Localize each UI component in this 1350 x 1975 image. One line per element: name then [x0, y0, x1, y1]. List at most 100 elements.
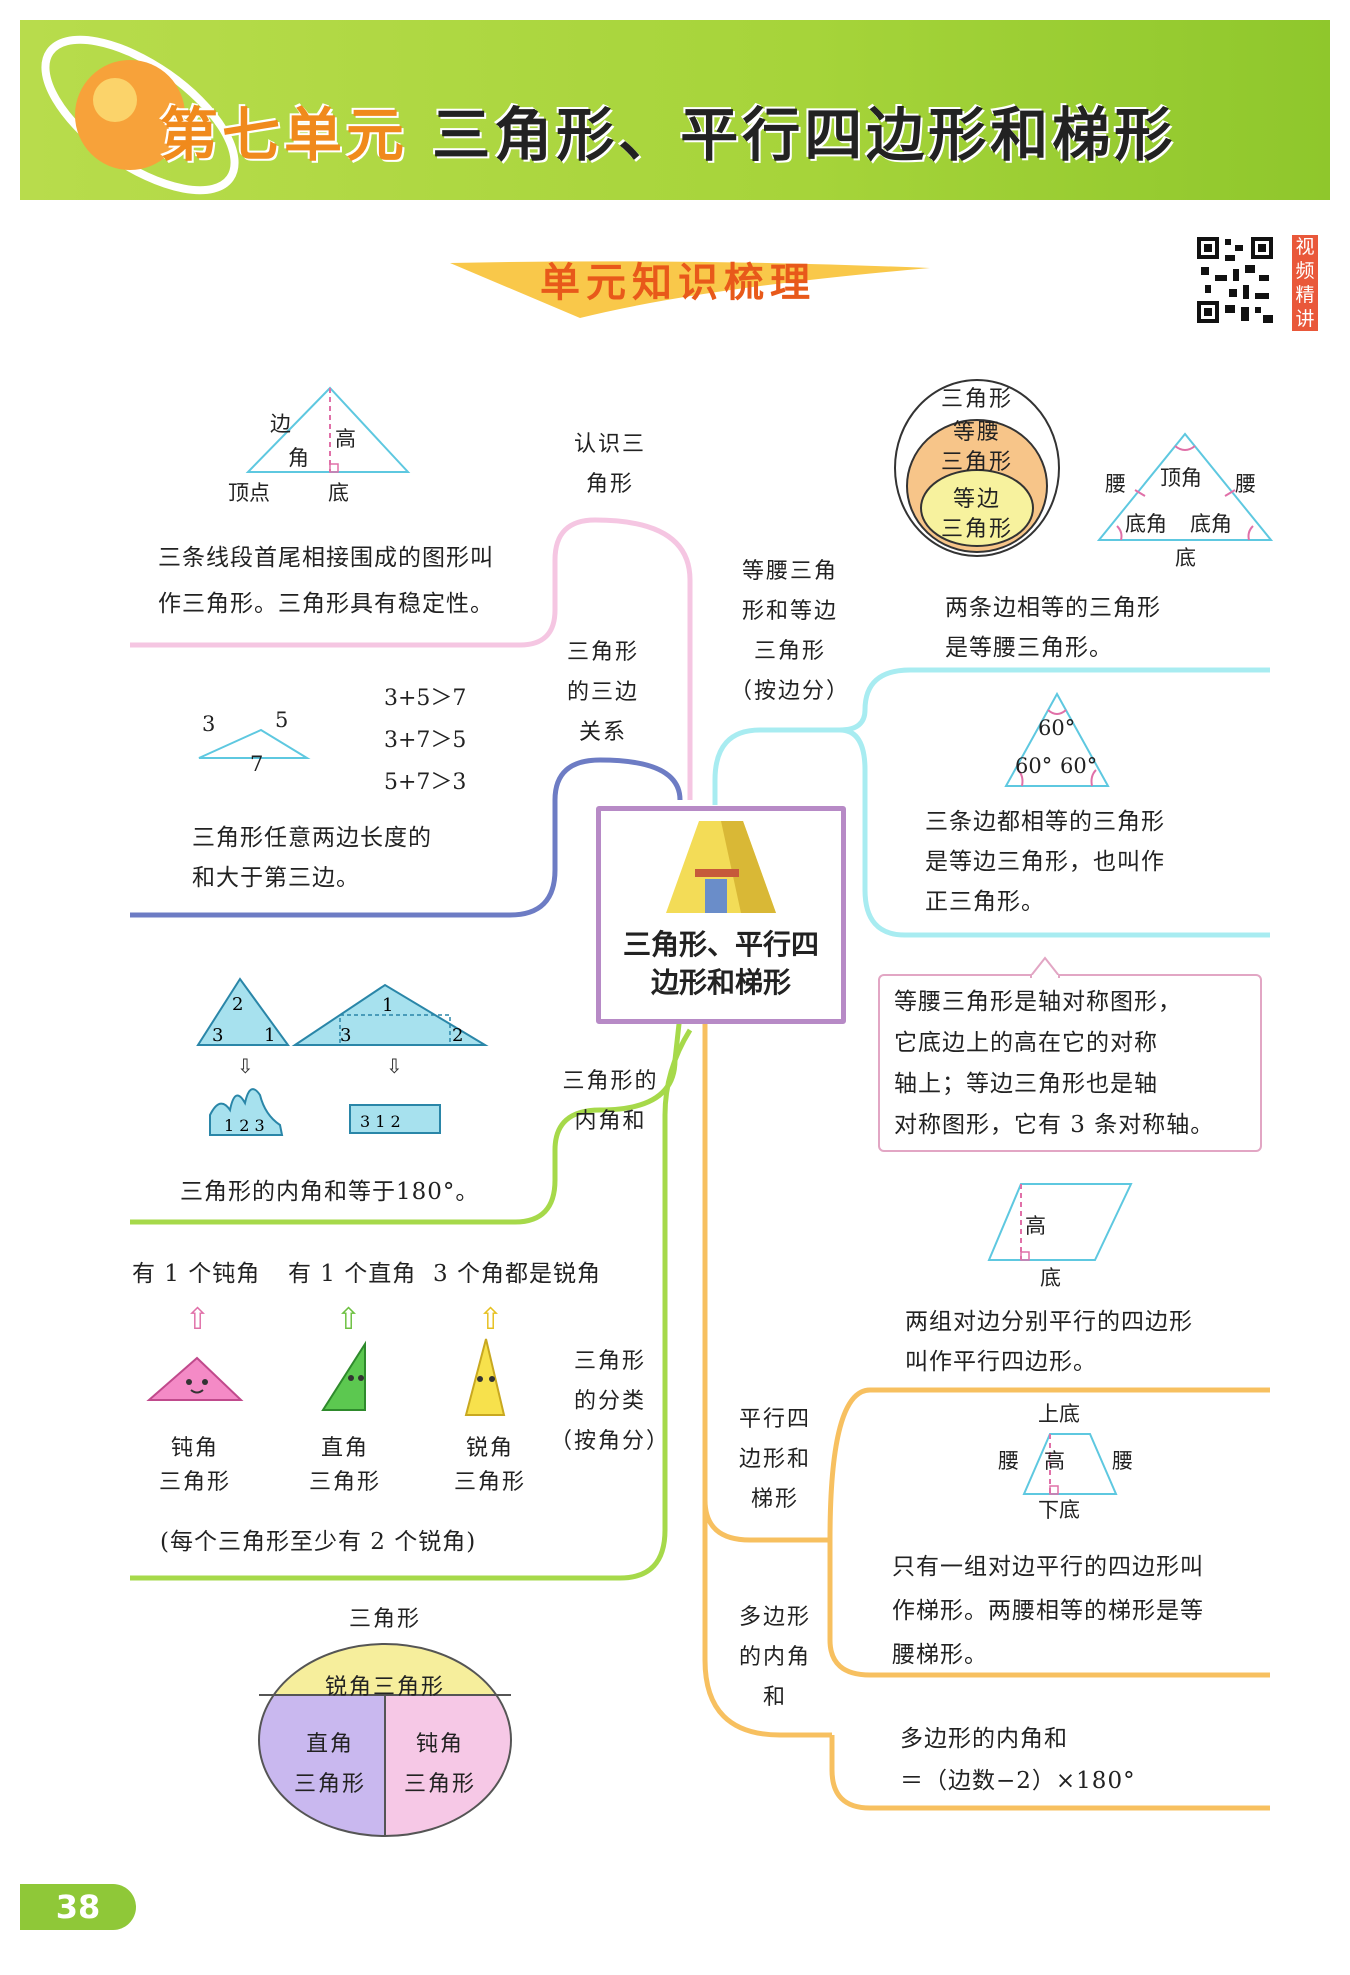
polygon-formula: 多边形的内角和 ＝（边数−2）×180°	[900, 1718, 1136, 1802]
branch-label-angle-sum-1: 三角形的	[562, 1069, 659, 1094]
branch-label-recognize-1: 认识三	[573, 432, 646, 457]
svg-text:1: 1	[382, 995, 393, 1016]
header-banner	[20, 20, 1330, 200]
recognize-definition: 三条线段首尾相接围成的图形叫 作三角形。三角形具有稳定性。	[158, 538, 494, 624]
note-line-1: 等腰三角形是轴对称图形，	[894, 989, 1182, 1015]
equilateral-text-2: 是等边三角形，也叫作	[925, 849, 1165, 875]
fig-apex: 顶角	[1160, 466, 1202, 490]
branch-label-sides-3: 关系	[578, 720, 627, 745]
sides-text-1: 三角形任意两边长度的	[192, 825, 432, 851]
house-illustration	[666, 821, 776, 913]
branch-label-polygon-1: 多边形	[738, 1605, 811, 1630]
svg-text:1 2 3: 1 2 3	[224, 1116, 265, 1135]
branch-label-isosceles-1: 等腰三角	[741, 559, 838, 584]
isosceles-text-1: 两条边相等的三角形	[945, 595, 1161, 621]
obtuse-triangle-character	[146, 1356, 244, 1401]
sides-text-2: 和大于第三边。	[192, 865, 360, 891]
polygon-text-1: 多边形的内角和	[900, 1726, 1068, 1752]
parallelogram-definition: 两组对边分别平行的四边形 叫作平行四边形。	[905, 1302, 1193, 1382]
pie-right-b: 三角形	[293, 1772, 366, 1797]
unit-label: 第七单元	[160, 101, 409, 169]
trapezoid-diagram	[1022, 1433, 1118, 1495]
branch-label-classify: 三角形 的分类 （按角分）	[545, 1342, 675, 1462]
fig-leg-right: 腰	[1235, 472, 1256, 496]
fig-side-a: 3	[202, 712, 216, 736]
triangle-parts-diagram	[245, 386, 411, 473]
fig-base-angle-right: 底角	[1190, 512, 1232, 536]
prop-obtuse: 有 1 个钝角	[132, 1261, 261, 1287]
note-line-3: 轴上；等边三角形也是轴	[894, 1071, 1158, 1097]
fig-leg-left: 腰	[1105, 472, 1126, 496]
angle-bottom-left: 60°	[1015, 754, 1053, 778]
name-acute: 锐角 三角形	[440, 1432, 540, 1500]
branch-label-isosceles: 等腰三角 形和等边 三角形 （按边分）	[720, 552, 860, 712]
venn-mid-b: 三角形	[940, 450, 1013, 475]
right-triangle-character	[321, 1340, 366, 1411]
svg-text:⇩: ⇩	[386, 1054, 403, 1078]
isosceles-triangle-diagram	[1096, 432, 1274, 541]
triangle-type-pie	[258, 1643, 512, 1837]
side-triangle-diagram	[198, 728, 311, 759]
branch-label-trapezoid-1: 平行四	[738, 1407, 811, 1432]
pie-obtuse-b: 三角形	[403, 1772, 476, 1797]
name-right-b: 三角形	[308, 1470, 381, 1495]
venn-mid: 等腰 三角形	[927, 418, 1027, 478]
qr-code-icon[interactable]	[1195, 235, 1275, 325]
center-topic-box: 三角形、平行四 边形和梯形	[596, 806, 846, 1024]
trapezoid-text-2: 作梯形。两腰相等的梯形是等	[892, 1598, 1204, 1624]
name-acute-b: 三角形	[453, 1470, 526, 1495]
name-obtuse: 钝角 三角形	[145, 1432, 245, 1500]
branch-label-classify-2: 的分类	[573, 1389, 646, 1414]
trapezoid-lower: 下底	[1038, 1498, 1080, 1522]
angle-sum-diagram: 2 3 1 ⇩ 1 2 3 1 3 2 ⇩ 3 1 2	[196, 977, 489, 1136]
fig-side-b: 5	[275, 708, 289, 732]
acute-triangle-character	[464, 1338, 506, 1416]
inequality-3: 5+7＞3	[384, 770, 467, 795]
parallelogram-text-1: 两组对边分别平行的四边形	[905, 1309, 1193, 1335]
branch-label-polygon: 多边形 的内角 和	[720, 1598, 830, 1718]
equilateral-definition: 三条边都相等的三角形 是等边三角形，也叫作 正三角形。	[925, 802, 1165, 922]
trapezoid-upper: 上底	[1038, 1402, 1080, 1426]
venn-mid-a: 等腰	[952, 420, 1001, 445]
trapezoid-height: 高	[1044, 1449, 1065, 1473]
recognize-text-2: 作三角形。三角形具有稳定性。	[158, 591, 494, 617]
branch-label-polygon-3: 和	[762, 1685, 787, 1710]
parallelogram-diagram	[987, 1183, 1133, 1261]
angle-top: 60°	[1038, 716, 1076, 740]
trapezoid-leg-right: 腰	[1112, 1449, 1133, 1473]
center-title-line1: 三角形、平行四	[622, 928, 819, 961]
planet-icon	[41, 35, 239, 195]
section-subtitle: 单元知识梳理	[540, 260, 816, 306]
name-obtuse-a: 钝角	[170, 1436, 219, 1461]
triangle-venn-diagram	[894, 379, 1060, 557]
fig-base-angle-left: 底角	[1125, 512, 1167, 536]
sides-rule: 三角形任意两边长度的 和大于第三边。	[192, 818, 432, 898]
subtitle-swoosh	[450, 261, 930, 318]
classify-note: (每个三角形至少有 2 个锐角)	[160, 1529, 477, 1555]
inequalities: 3+5＞7 3+7＞5 5+7＞3	[384, 678, 466, 804]
fig-base: 底	[1175, 546, 1196, 570]
qr-video-label[interactable]: 视频精讲	[1292, 235, 1318, 331]
venn-inner-a: 等边	[952, 487, 1001, 512]
branch-label-angle-sum-2: 内角和	[574, 1109, 647, 1134]
pie-obtuse-a: 钝角	[415, 1732, 464, 1757]
fig-label-side: 边	[270, 412, 291, 436]
branch-label-sides-2: 的三边	[566, 680, 639, 705]
symmetry-note-box: 等腰三角形是轴对称图形， 它底边上的高在它的对称 轴上；等边三角形也是轴 对称图…	[878, 956, 1262, 1152]
pie-title: 三角形	[348, 1607, 421, 1632]
branch-label-isosceles-3: 三角形	[753, 639, 826, 664]
parallelogram-base: 底	[1040, 1266, 1061, 1290]
pie-right: 直角 三角形	[280, 1725, 380, 1805]
polygon-text-2: ＝（边数−2）×180°	[900, 1768, 1136, 1794]
branch-label-isosceles-4: （按边分）	[729, 679, 850, 704]
fig-label-base: 底	[328, 481, 349, 505]
equilateral-text-3: 正三角形。	[925, 889, 1045, 915]
venn-outer: 三角形	[940, 387, 1013, 412]
svg-text:3 1 2: 3 1 2	[360, 1112, 401, 1131]
svg-text:2: 2	[452, 1025, 463, 1046]
name-obtuse-b: 三角形	[158, 1470, 231, 1495]
fig-label-height: 高	[335, 427, 356, 451]
branch-label-trapezoid-2: 边形和	[738, 1447, 811, 1472]
fig-side-c: 7	[250, 752, 264, 776]
fig-label-angle: 角	[288, 446, 309, 470]
